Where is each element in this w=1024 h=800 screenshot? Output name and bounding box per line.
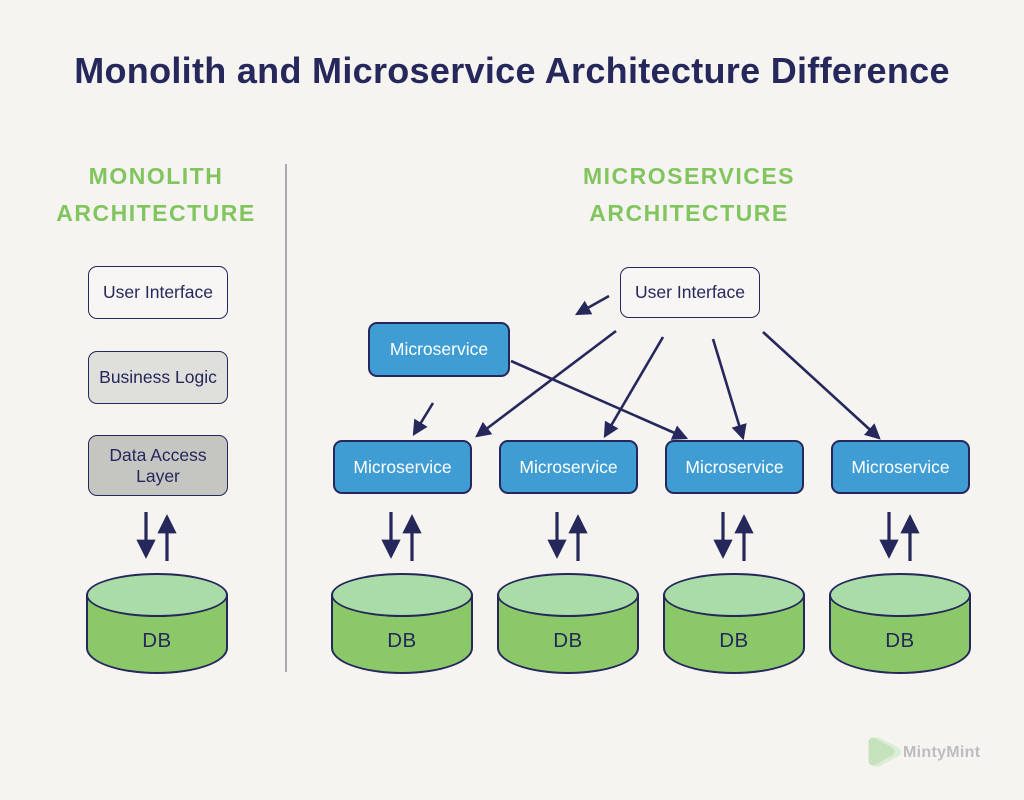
monolith-layer-data-access-label: Data Access Layer bbox=[109, 445, 207, 486]
cylinder-top bbox=[86, 573, 228, 617]
arrow-ui-to-service-3 bbox=[711, 338, 747, 441]
cylinder-top bbox=[497, 573, 639, 617]
microservice-4-database-label: DB bbox=[885, 629, 915, 652]
microservices-heading-line-2: ARCHITECTURE bbox=[589, 200, 789, 226]
microservice-3-database-label: DB bbox=[719, 629, 749, 652]
microservices-user-interface-label: User Interface bbox=[635, 282, 745, 303]
microservice-4-label: Microservice bbox=[851, 456, 950, 477]
microservice-2-database-cylinder: DB bbox=[497, 573, 639, 676]
monolith-heading-line-2: ARCHITECTURE bbox=[56, 200, 256, 226]
cylinder-top bbox=[829, 573, 971, 617]
microservice-2-label: Microservice bbox=[519, 456, 618, 477]
service-1-db-arrows bbox=[381, 512, 422, 561]
microservices-heading: MICROSERVICES ARCHITECTURE bbox=[519, 158, 859, 232]
play-triangle-icon bbox=[868, 737, 901, 767]
arrow-gateway-to-service-1 bbox=[412, 402, 435, 436]
microservice-3-label: Microservice bbox=[685, 456, 784, 477]
arrow-ui-to-service-4 bbox=[762, 331, 881, 440]
brand-name: MintyMint bbox=[903, 744, 981, 761]
monolith-heading: MONOLITH ARCHITECTURE bbox=[6, 158, 306, 232]
monolith-layer-business-logic: Business Logic bbox=[88, 351, 228, 404]
microservices-user-interface: User Interface bbox=[620, 267, 760, 318]
microservice-1-database-cylinder: DB bbox=[331, 573, 473, 676]
microservice-2: Microservice bbox=[499, 440, 638, 494]
microservice-2-database-label: DB bbox=[553, 629, 583, 652]
monolith-layer-user-interface-label: User Interface bbox=[103, 282, 213, 303]
gateway-microservice-label: Microservice bbox=[389, 339, 489, 360]
gateway-microservice: Microservice bbox=[368, 322, 510, 377]
arrow-ui-to-gateway bbox=[574, 294, 610, 316]
monolith-layer-user-interface: User Interface bbox=[88, 266, 228, 319]
page-title: Monolith and Microservice Architecture D… bbox=[74, 50, 950, 91]
monolith-database-cylinder: DB bbox=[86, 573, 228, 676]
service-4-db-arrows bbox=[879, 512, 920, 561]
service-3-db-arrows bbox=[713, 512, 754, 561]
service-2-db-arrows bbox=[547, 512, 588, 561]
microservice-3: Microservice bbox=[665, 440, 804, 494]
microservice-1-database-label: DB bbox=[387, 629, 417, 652]
monolith-database-label: DB bbox=[142, 629, 172, 652]
microservices-heading-line-1: MICROSERVICES bbox=[582, 163, 796, 189]
microservice-1: Microservice bbox=[333, 440, 472, 494]
arrow-ui-to-service-2 bbox=[603, 336, 665, 439]
cylinder-top bbox=[663, 573, 805, 617]
microservice-3-database-cylinder: DB bbox=[663, 573, 805, 676]
cylinder-top bbox=[331, 573, 473, 617]
brand-watermark: MintyMint bbox=[863, 731, 1003, 775]
arrow-gateway-to-service-3 bbox=[510, 359, 689, 440]
section-divider bbox=[285, 164, 287, 672]
monolith-layer-data-access: Data Access Layer bbox=[88, 435, 228, 496]
monolith-heading-line-1: MONOLITH bbox=[88, 163, 224, 189]
microservice-4-database-cylinder: DB bbox=[829, 573, 971, 676]
monolith-db-arrows bbox=[136, 512, 177, 561]
monolith-layer-business-logic-label: Business Logic bbox=[99, 367, 217, 388]
microservice-4: Microservice bbox=[831, 440, 970, 494]
microservice-1-label: Microservice bbox=[353, 456, 452, 477]
